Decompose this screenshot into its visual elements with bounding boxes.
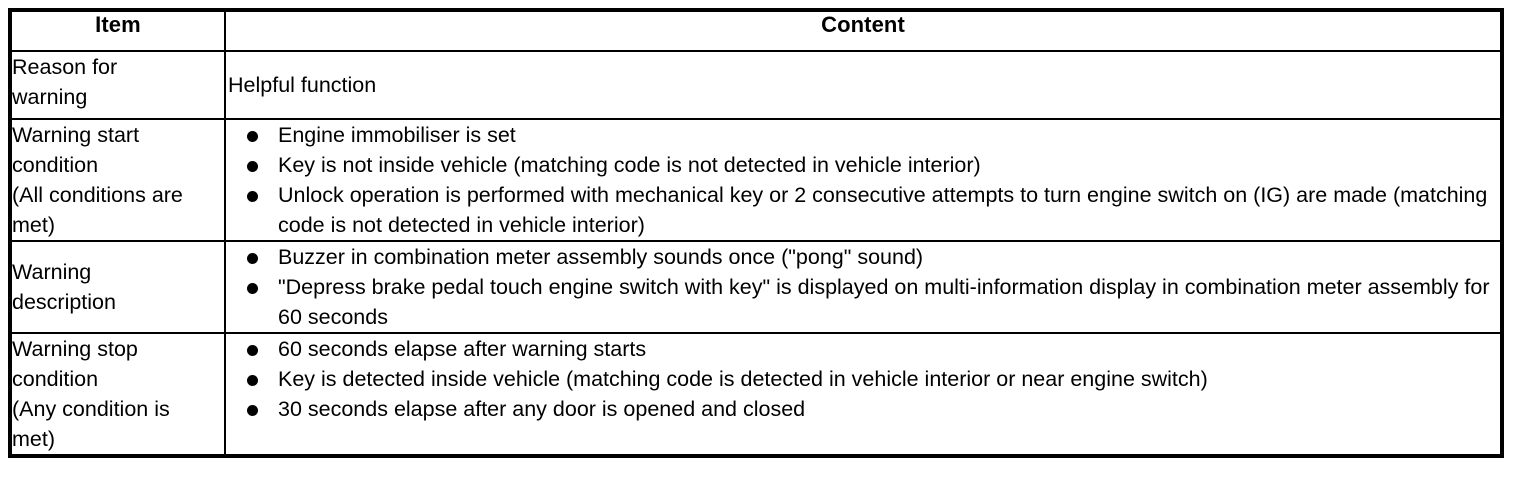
list-item: 60 seconds elapse after warning starts <box>226 334 1500 364</box>
table-body: Reason for warning Helpful function Warn… <box>9 50 1503 457</box>
bullet-list: Engine immobiliser is set Key is not ins… <box>226 120 1500 240</box>
table-row: Reason for warning Helpful function <box>9 50 1503 120</box>
row-item-label: Warning description <box>9 240 226 334</box>
list-item-label: 30 seconds elapse after any door is open… <box>278 397 806 421</box>
row-item-label: Warning stop condition (Any condition is… <box>9 332 226 457</box>
row-item-label: Warning start condition (All conditions … <box>9 118 226 242</box>
bullet-list: Buzzer in combination meter assembly sou… <box>226 242 1500 332</box>
column-header-content: Content <box>224 9 1503 52</box>
list-item: Key is detected inside vehicle (matching… <box>226 364 1500 394</box>
bullet-icon <box>247 375 258 386</box>
warning-spec-table: Item Content Reason for warning Helpful … <box>8 8 1504 458</box>
list-item-label: Key is detected inside vehicle (matching… <box>278 367 1208 391</box>
item-label-line: description <box>12 290 116 314</box>
row-content: Helpful function <box>224 50 1503 120</box>
item-label-line: Reason for <box>12 55 118 79</box>
row-content: Buzzer in combination meter assembly sou… <box>224 240 1503 334</box>
bullet-icon <box>247 345 258 356</box>
list-item-label: Engine immobiliser is set <box>278 123 516 147</box>
item-label-line: met) <box>12 427 55 451</box>
item-label-line: (Any condition is <box>12 397 170 421</box>
list-item: Engine immobiliser is set <box>226 120 1500 150</box>
row-content: 60 seconds elapse after warning starts K… <box>224 332 1503 457</box>
bullet-icon <box>247 191 258 202</box>
table-row: Warning stop condition (Any condition is… <box>9 332 1503 457</box>
list-item-label: Buzzer in combination meter assembly sou… <box>278 245 924 269</box>
bullet-list: 60 seconds elapse after warning starts K… <box>226 334 1500 424</box>
item-label-line: warning <box>12 85 88 109</box>
list-item: Unlock operation is performed with mecha… <box>226 180 1500 240</box>
table-header: Item Content <box>9 9 1503 52</box>
bullet-icon <box>247 283 258 294</box>
bullet-icon <box>247 161 258 172</box>
bullet-icon <box>247 131 258 142</box>
list-item-label: Unlock operation is performed with mecha… <box>278 183 1488 237</box>
row-item-label: Reason for warning <box>9 50 226 120</box>
item-label-line: condition <box>12 367 99 391</box>
item-label-line: Warning stop <box>12 337 138 361</box>
list-item: "Depress brake pedal touch engine switch… <box>226 272 1500 332</box>
content-text: Helpful function <box>228 73 377 97</box>
item-label-line: Warning start <box>12 123 140 147</box>
table-row: Warning start condition (All conditions … <box>9 118 1503 242</box>
list-item: Buzzer in combination meter assembly sou… <box>226 242 1500 272</box>
item-label-line: Warning <box>12 260 92 284</box>
table-row: Warning description Buzzer in combinatio… <box>9 240 1503 334</box>
list-item-label: "Depress brake pedal touch engine switch… <box>278 275 1490 329</box>
item-label-line: (All conditions are <box>12 183 183 207</box>
list-item: Key is not inside vehicle (matching code… <box>226 150 1500 180</box>
list-item-label: Key is not inside vehicle (matching code… <box>278 153 981 177</box>
bullet-icon <box>247 405 258 416</box>
table-header-row: Item Content <box>9 9 1503 52</box>
bullet-icon <box>247 253 258 264</box>
row-content: Engine immobiliser is set Key is not ins… <box>224 118 1503 242</box>
column-header-item: Item <box>9 9 226 52</box>
item-label-line: condition <box>12 153 99 177</box>
list-item: 30 seconds elapse after any door is open… <box>226 394 1500 424</box>
list-item-label: 60 seconds elapse after warning starts <box>278 337 647 361</box>
item-label-line: met) <box>12 213 55 237</box>
